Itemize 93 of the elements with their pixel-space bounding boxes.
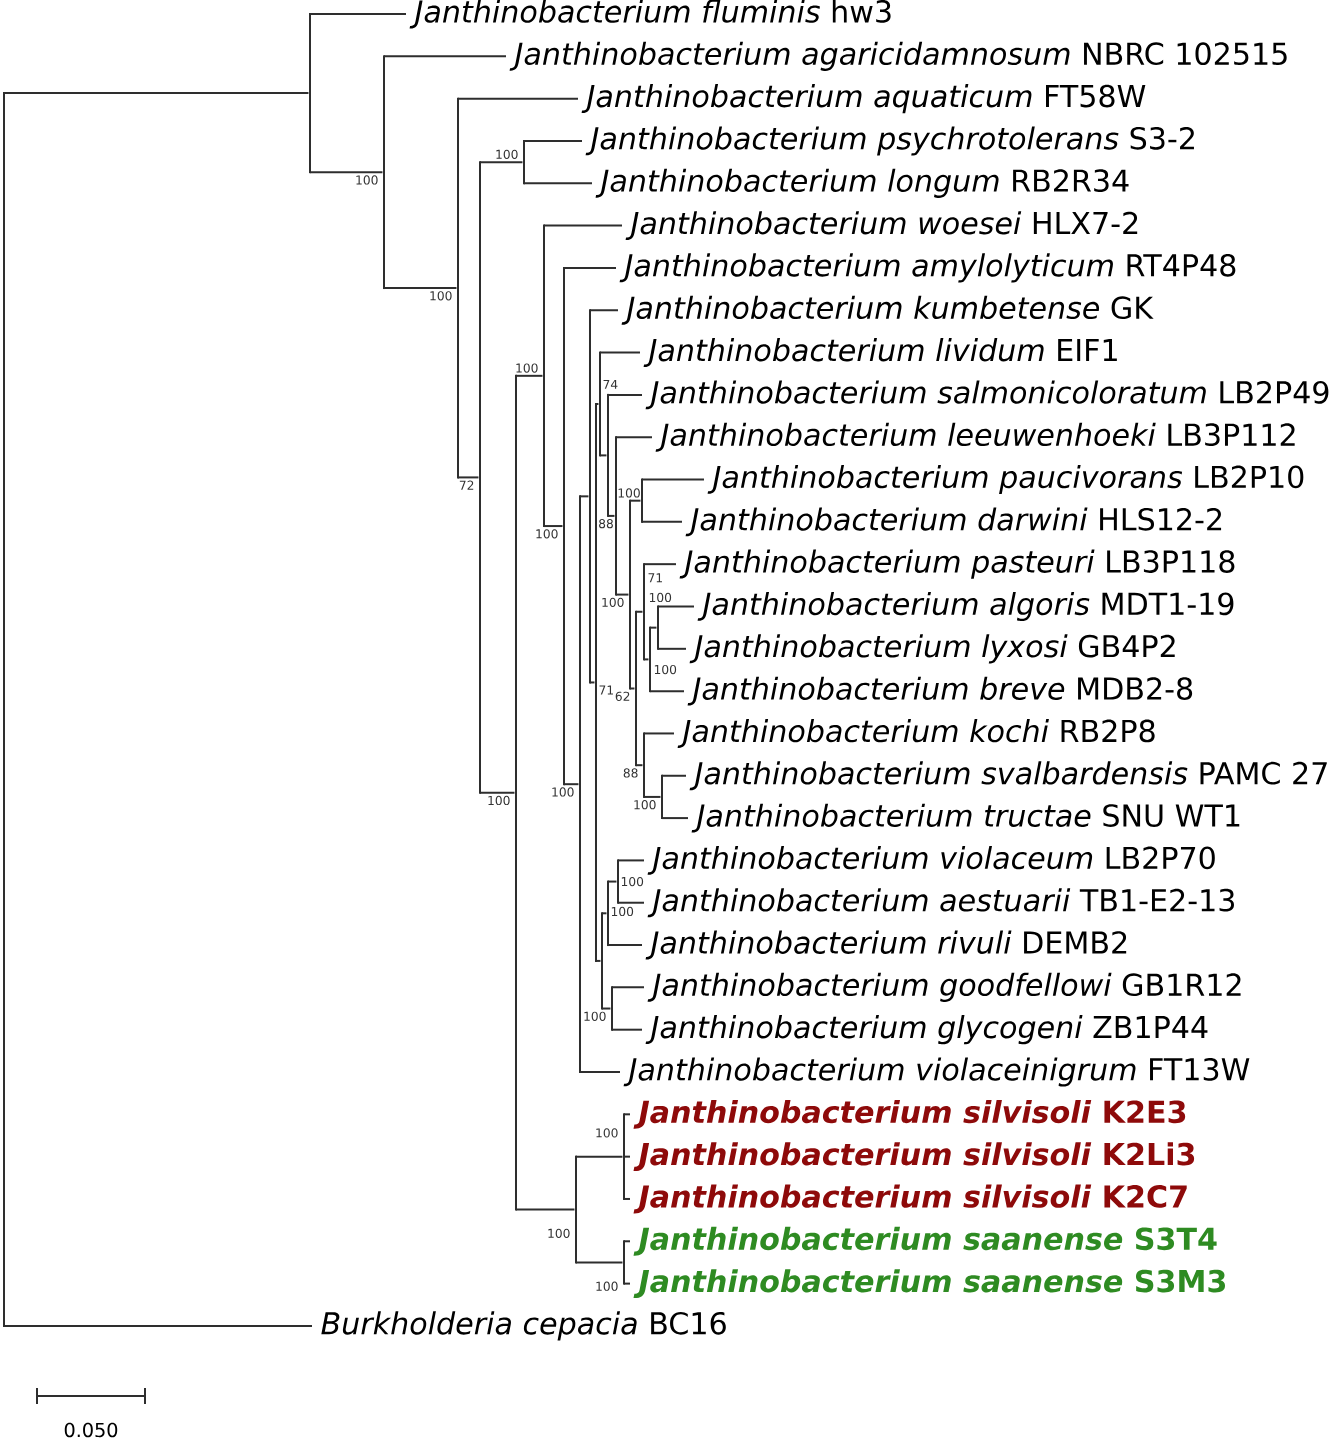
branch-line [575,1155,624,1158]
branch-line [479,161,524,164]
taxon-label: Janthinobacterium salmonicoloratum LB2P49 [645,380,1329,410]
branch-line [623,1113,631,1116]
branch-line [3,1324,313,1327]
branch-line [649,690,685,693]
taxon-label: Janthinobacterium silvisoli K2C7 [633,1184,1187,1214]
taxon-label: Janthinobacterium tructae SNU WT1 [691,803,1240,833]
branch-line [309,171,384,174]
scale-label: 0.050 [64,1422,118,1438]
branch-line [523,182,593,185]
branch-line [479,791,516,794]
branch-line [643,732,675,735]
branch-line [649,626,658,629]
branch-line [643,658,650,661]
branch-line [309,13,407,15]
taxon-label: Janthinobacterium lividum EIF1 [643,338,1117,367]
branch-line [383,55,507,58]
branch-line [641,478,705,481]
branch-line [579,495,590,498]
branch-line [595,959,602,962]
branch-line [617,901,645,904]
branch-line [515,374,544,377]
branch-line [635,610,644,613]
taxon-label: Janthinobacterium paucivorans LB2P10 [707,464,1304,495]
taxon-label: Janthinobacterium svalbardensis PAMC 27 [689,761,1327,791]
taxon-label: Janthinobacterium agaricidamnosum NBRC 102515 [509,41,1287,71]
taxon-label: Janthinobacterium amylolyticum RT4P48 [619,253,1236,283]
taxon-label: Janthinobacterium goodfellowi GB1R12 [647,972,1241,1002]
taxon-label: Janthinobacterium algoris MDT1-19 [697,591,1234,622]
taxon-label: Janthinobacterium aestuarii TB1-E2-13 [647,888,1234,918]
taxon-label: Janthinobacterium kochi RB2P8 [677,719,1155,748]
branch-line [623,1155,631,1158]
taxon-label: Janthinobacterium breve MDB2-8 [687,676,1193,706]
branch-line [515,1208,576,1211]
branch-line [589,309,619,312]
branch-line [611,1028,643,1031]
branch-line [623,1197,631,1200]
branch-line [641,520,683,523]
branch-line [657,647,687,650]
taxon-label: Janthinobacterium glycogeni ZB1P44 [645,1015,1208,1045]
branch-line [589,681,596,684]
taxon-label: Janthinobacterium rivuli DEMB2 [645,930,1127,960]
branch-line [599,454,608,457]
branch-line [617,859,645,862]
taxon-label: Janthinobacterium longum RB2R34 [595,168,1129,198]
taxon-label: Burkholderia cepacia BC16 [321,1311,726,1341]
taxon-label: Janthinobacterium pasteuri LB3P118 [679,549,1235,579]
taxon-label: Janthinobacterium woesei HLX7-2 [625,211,1138,241]
branch-line [623,1282,631,1285]
branch-line [383,287,458,290]
taxon-label: Janthinobacterium silvisoli K2Li3 [633,1142,1195,1172]
taxon-label: Janthinobacterium lyxosi GB4P2 [689,634,1175,664]
branch-line [563,783,580,786]
branch-line [601,1007,612,1010]
branch-line [661,774,687,777]
taxon-label: Janthinobacterium aquaticum FT58W [581,84,1146,114]
branch-line [563,266,617,269]
branch-line [601,912,608,915]
taxon-label: Janthinobacterium leeuwenhoeki LB3P112 [655,422,1295,452]
branch-line [607,514,616,517]
taxon-label: Janthinobacterium fluminis hw3 [409,0,891,29]
branch-line [661,817,689,820]
branch-line [629,687,636,690]
branch-line [657,605,695,608]
taxon-label: Janthinobacterium violaceinigrum FT13W [623,1057,1250,1087]
taxon-label: Janthinobacterium saanense S3T4 [633,1226,1217,1256]
branch-line [523,140,583,142]
taxon-label: Janthinobacterium psychrotolerans S3-2 [585,126,1194,156]
taxon-label: Janthinobacterium saanense S3M3 [633,1269,1226,1299]
branch-line [643,795,662,798]
branch-line [623,1240,631,1243]
branch-line [575,1261,624,1264]
branch-line [615,593,630,596]
branch-line [579,1071,621,1073]
taxon-label: Janthinobacterium kumbetense GK [621,295,1154,325]
branch-line [615,436,653,439]
branch-line [543,224,623,227]
branch-line [457,476,480,479]
branch-line [607,880,618,883]
branch-line [607,393,643,396]
branch-line [635,764,644,767]
branch-line [3,92,310,95]
branch-line [629,499,642,502]
taxon-label: Janthinobacterium violaceum LB2P70 [647,845,1215,875]
branch-line [543,525,564,528]
branch-line [599,351,641,354]
branch-line [643,563,677,566]
branch-line [457,97,579,100]
branch-line [607,944,643,947]
taxon-label: Janthinobacterium darwini HLS12-2 [685,507,1222,537]
taxon-label: Janthinobacterium silvisoli K2E3 [633,1099,1186,1129]
branch-line [611,986,645,989]
